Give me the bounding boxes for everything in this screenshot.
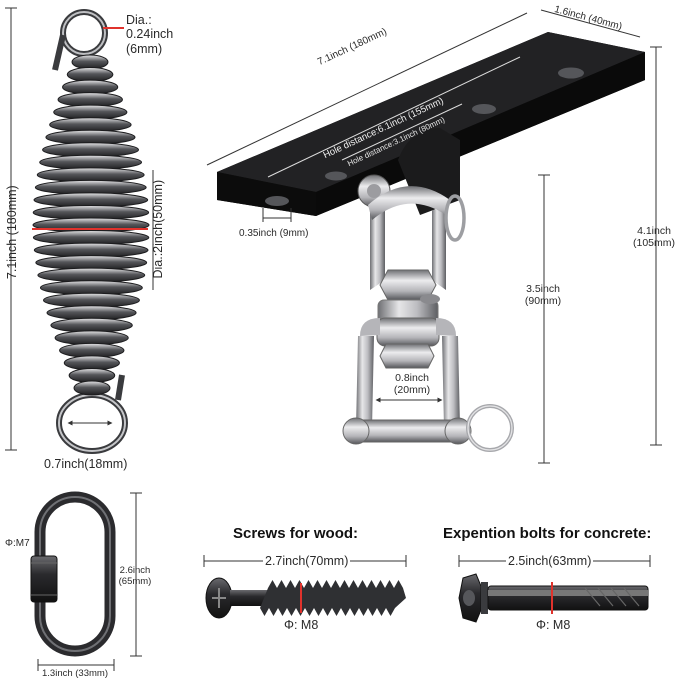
spring-coil (35, 255, 148, 271)
screw-diameter-label: Φ: M8 (284, 618, 319, 632)
spring-coil (68, 367, 116, 383)
bolt-diameter-label: Φ: M8 (536, 618, 571, 632)
spring-coil (46, 305, 137, 321)
quick-link-sleeve (30, 555, 58, 603)
quick-link-width-label: 1.3inch (33mm) (42, 668, 108, 679)
spring-coil (63, 355, 120, 371)
plate-width-dimension (540, 9, 641, 38)
hole-distance-outer-dimension (267, 56, 521, 178)
spring-coil (39, 154, 143, 170)
quick-link-carabiner (30, 491, 142, 671)
spring-coil (32, 230, 150, 246)
hole-size-label: 0.35inch (9mm) (239, 228, 309, 239)
ceiling-plate (206, 9, 645, 222)
spring-coil (39, 280, 143, 296)
spring-length-label: 7.1inch (180mm) (4, 185, 19, 280)
spring-coil (33, 242, 149, 258)
spring-coil (73, 380, 111, 396)
bolts-title: Expention bolts for concrete: (443, 525, 652, 542)
expansion-bolt (458, 555, 651, 623)
spring-coil (42, 142, 139, 158)
hole-distance-inner-dimension (341, 103, 463, 161)
spring-coil (57, 92, 123, 108)
screw-thread (260, 580, 406, 616)
spring-coil (43, 292, 140, 308)
plate-hole (472, 104, 496, 114)
swivel-assembly (342, 46, 662, 464)
spring-coil (33, 192, 149, 208)
plate-hole (558, 67, 584, 79)
spring-coil (71, 54, 109, 70)
spring-coil (59, 342, 125, 358)
spring-coil (50, 317, 133, 333)
plate-length-dimension (206, 12, 528, 166)
spring-coil (32, 204, 150, 220)
spring-coil (37, 267, 146, 283)
spring-hook-diameter-label: Dia.: 0.24inch (6mm) (126, 13, 174, 56)
quick-link-thread-label: Φ:M7 (5, 538, 30, 549)
spring-coil (66, 67, 114, 83)
spring-coil (34, 179, 147, 195)
swivel-height-label: 3.5inch (90mm) (524, 283, 562, 308)
spring-coil (53, 104, 128, 120)
quick-link-height-label: 2.6inch (65mm) (118, 565, 152, 587)
shackle-gap-label: 0.8inch (20mm) (393, 372, 431, 397)
screws-title: Screws for wood: (233, 525, 359, 542)
bolt-length-label: 2.5inch(63mm) (506, 554, 594, 569)
plate-hole (265, 196, 289, 206)
wood-screw (203, 555, 407, 619)
spring (5, 7, 154, 454)
spring-coil (49, 117, 132, 133)
spring-coils (32, 54, 150, 396)
screw-length-label: 2.7inch(70mm) (263, 554, 351, 569)
spring-coil (62, 79, 119, 95)
total-height-label: 4.1inch (105mm) (632, 225, 675, 250)
spring-coil (54, 330, 129, 346)
plate-hole (325, 171, 347, 181)
spring-coil (45, 129, 136, 145)
spring-body-diameter-label: Dia.:2inch(50mm) (150, 179, 165, 279)
spring-coil (36, 167, 145, 183)
spring-eye-width-label: 0.7inch(18mm) (44, 457, 128, 471)
